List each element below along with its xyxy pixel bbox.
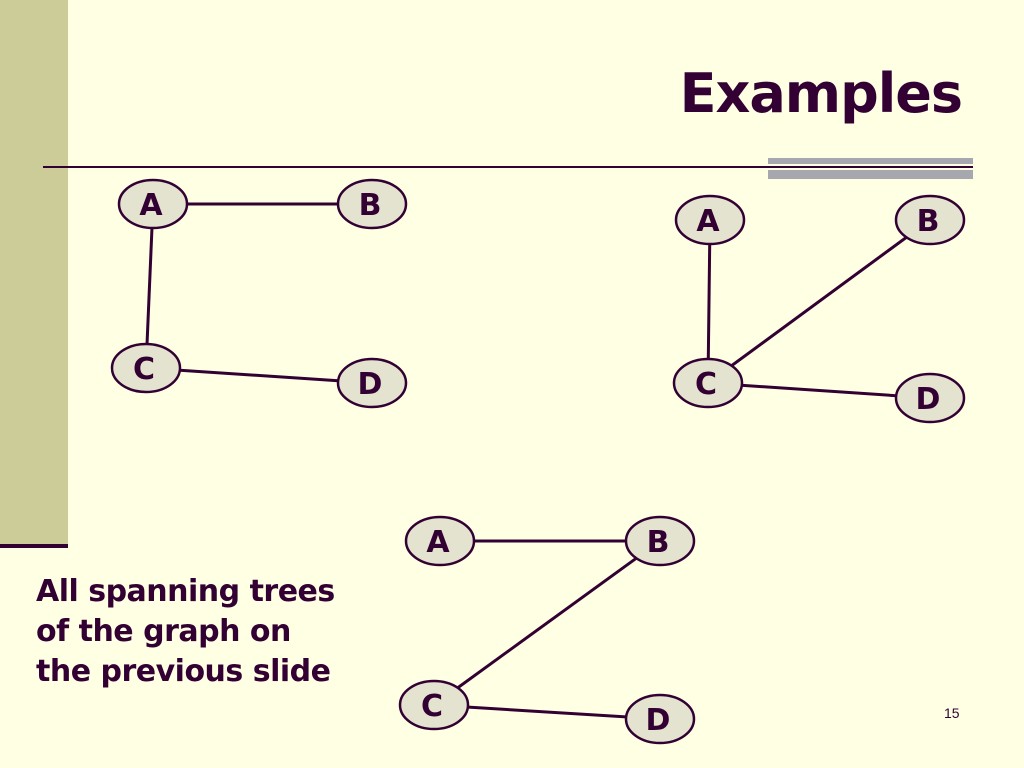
edge-c-d (145, 366, 373, 385)
page-number: 15 (944, 705, 960, 721)
node-ellipse (894, 372, 966, 424)
node-label: B (917, 204, 940, 239)
node-c: C (672, 357, 744, 409)
edge-b-c (707, 218, 931, 385)
accent-band-top (768, 158, 973, 164)
node-a: A (404, 515, 476, 567)
edge-b-c (433, 539, 661, 707)
node-ellipse (336, 178, 408, 230)
node-label: D (916, 382, 941, 417)
node-b: B (624, 515, 696, 567)
node-label: A (696, 204, 720, 239)
caption-line-2: of the graph on (36, 614, 291, 649)
slide-title: Examples (679, 62, 963, 125)
node-b: B (336, 178, 408, 230)
node-ellipse (404, 515, 476, 567)
caption-line-1: All spanning trees (36, 574, 335, 609)
node-label: D (358, 367, 383, 402)
spanning-tree-1: A B C D (110, 178, 408, 409)
edge-a-c (706, 219, 712, 384)
node-label: A (426, 525, 450, 560)
edge-c-d (707, 381, 931, 400)
node-ellipse (624, 693, 696, 745)
sidebar-strip (0, 0, 68, 545)
edge-c-d (433, 703, 661, 721)
node-a: A (674, 194, 746, 246)
node-a: A (117, 178, 189, 230)
caption-line-3: the previous slide (36, 654, 331, 689)
spanning-tree-2: A B C D (672, 194, 966, 424)
title-accent-band (768, 158, 973, 179)
spanning-tree-3: A B C D (398, 515, 696, 745)
accent-band-bottom (768, 170, 973, 179)
node-ellipse (336, 357, 408, 409)
node-ellipse (672, 357, 744, 409)
node-label: C (695, 367, 717, 402)
node-d: D (894, 372, 966, 424)
node-d: D (336, 357, 408, 409)
node-label: B (647, 525, 670, 560)
node-ellipse (624, 515, 696, 567)
node-ellipse (398, 679, 470, 731)
node-label: A (139, 188, 163, 223)
node-ellipse (674, 194, 746, 246)
caption: All spanning trees of the graph on the p… (36, 572, 366, 692)
node-label: C (421, 689, 443, 724)
node-ellipse (117, 178, 189, 230)
node-c: C (110, 342, 182, 394)
node-c: C (398, 679, 470, 731)
sidebar-underline (0, 544, 68, 548)
node-ellipse (110, 342, 182, 394)
node-label: B (359, 188, 382, 223)
node-d: D (624, 693, 696, 745)
node-ellipse (894, 194, 966, 246)
node-b: B (894, 194, 966, 246)
title-divider (43, 166, 973, 168)
edge-a-c (144, 203, 155, 369)
node-label: D (646, 703, 671, 738)
node-label: C (133, 352, 155, 387)
